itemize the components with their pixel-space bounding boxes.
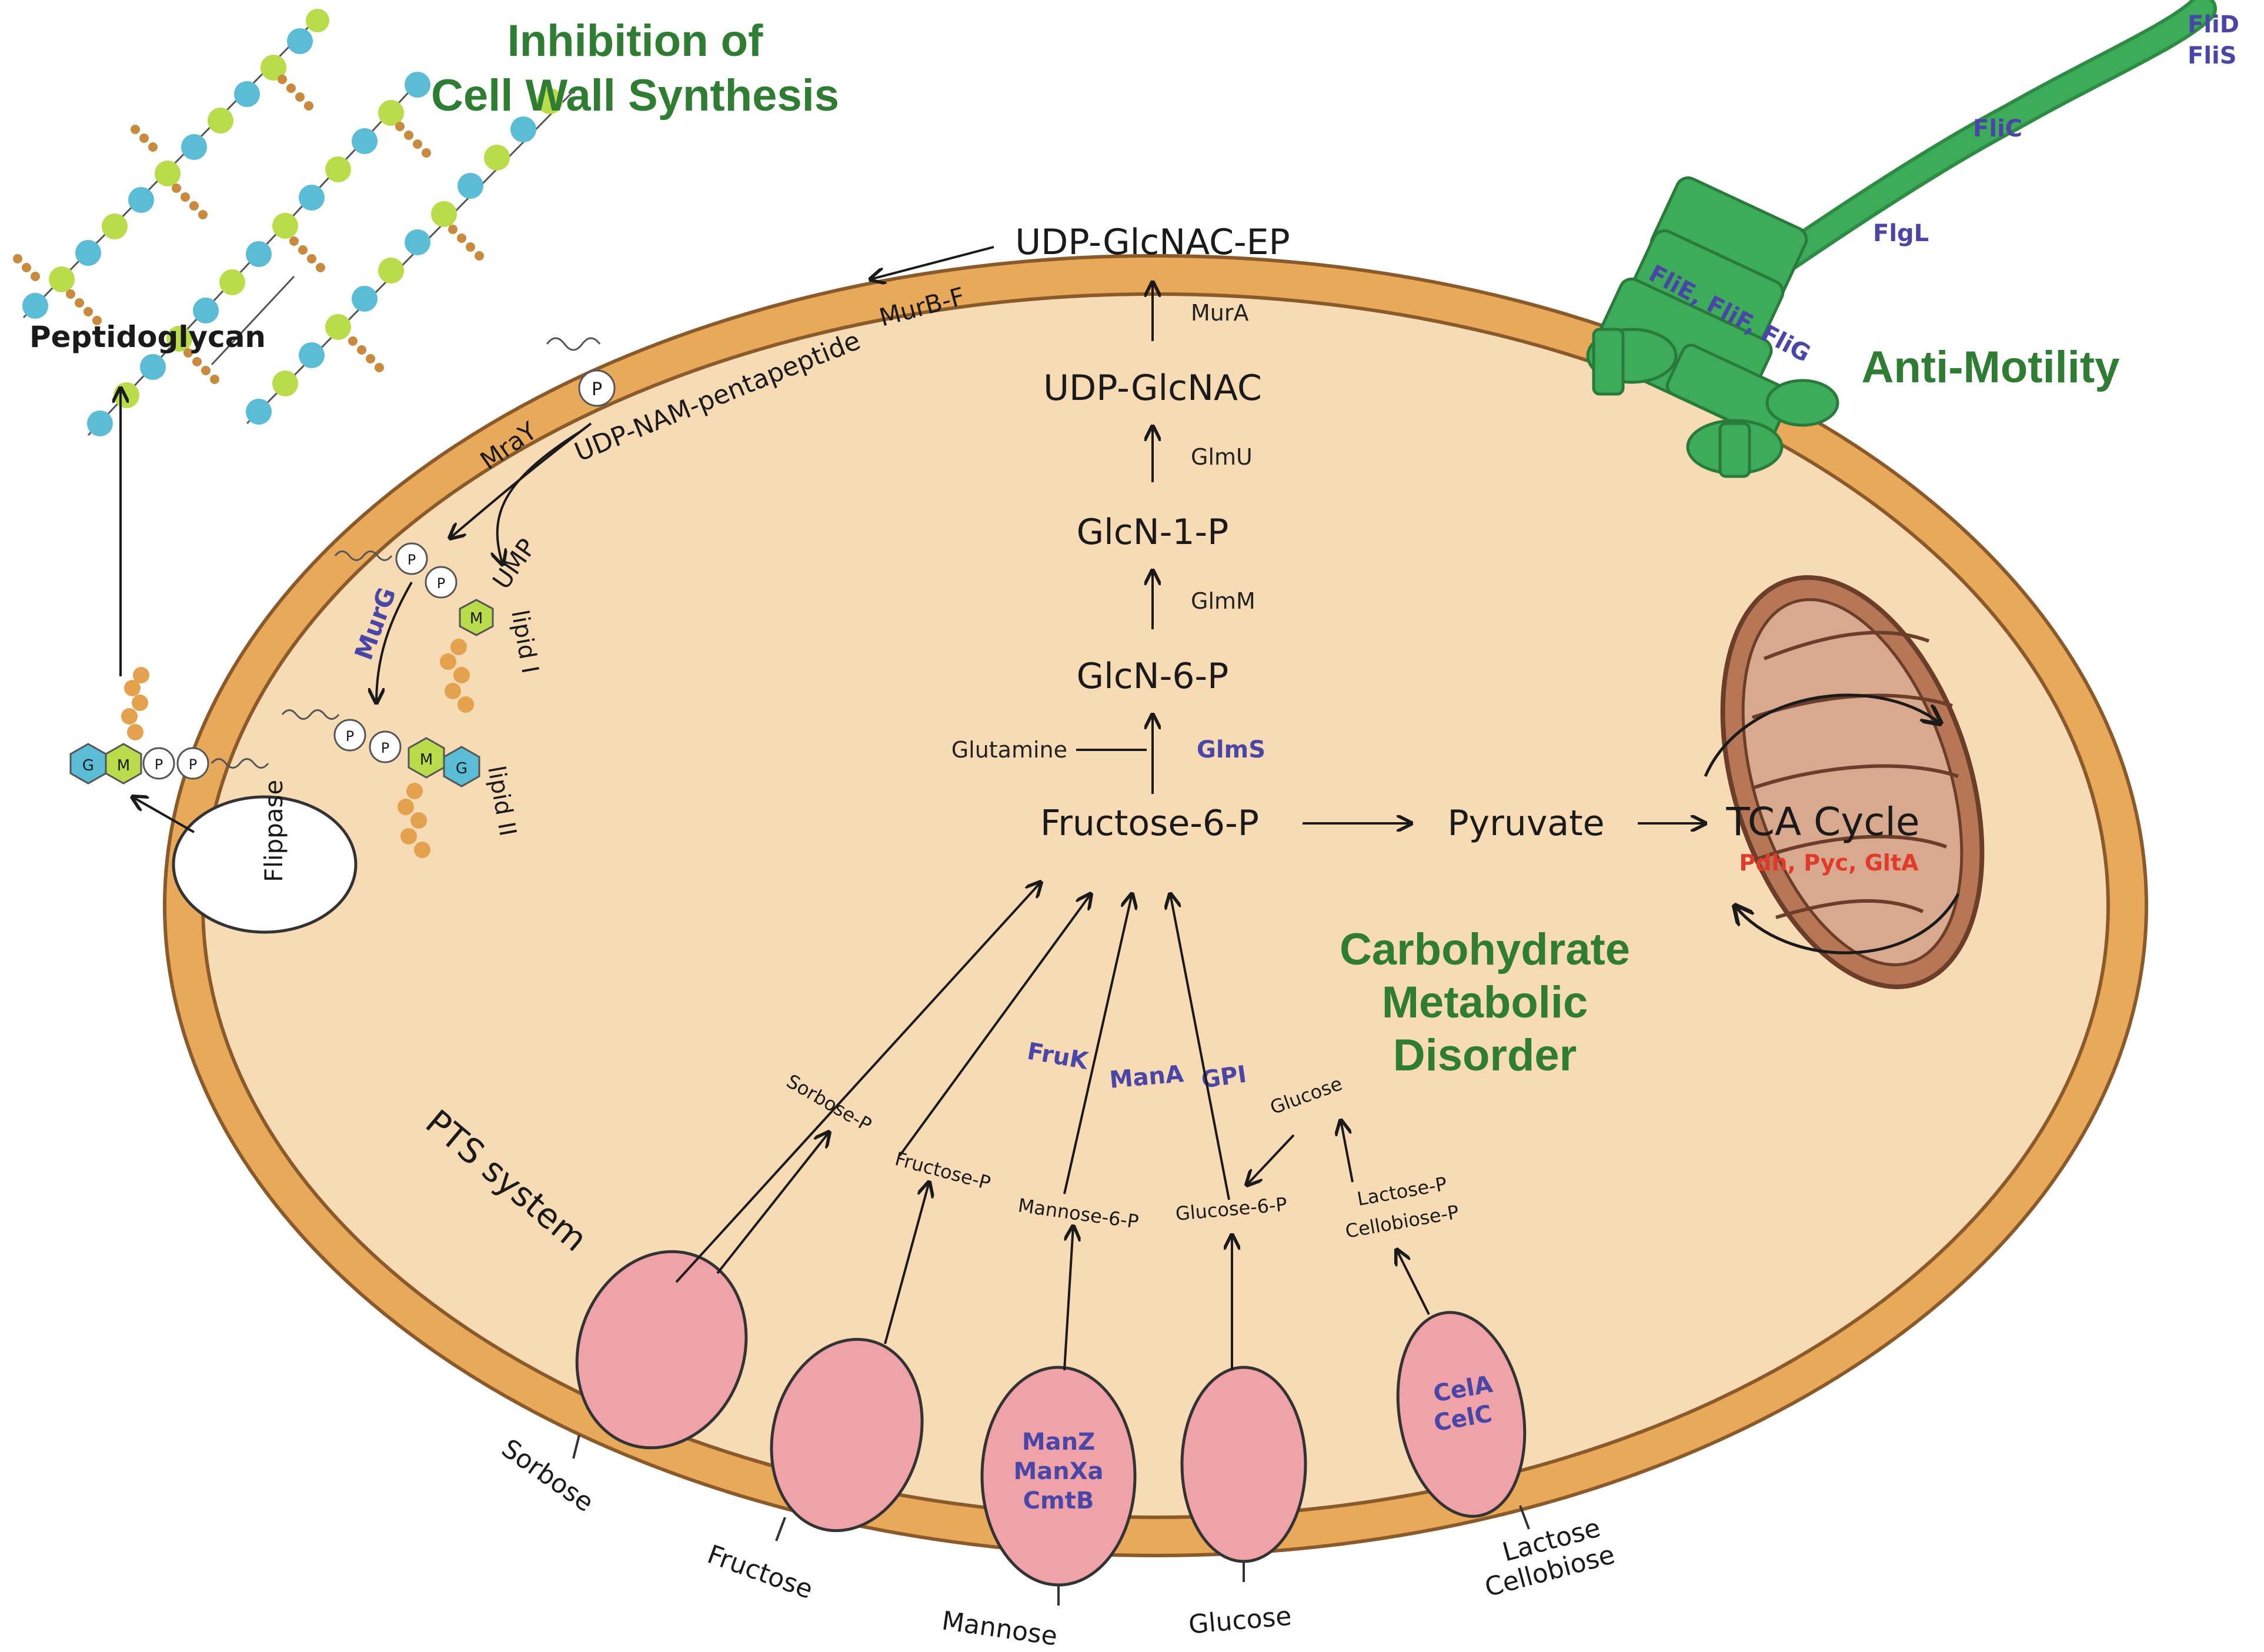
flgl-label: FlgL [1873,220,1929,247]
convergent-arrows [675,882,1230,1283]
arrow-mray [450,422,592,538]
flippase-label: Flippase [259,780,288,882]
heading-cell-wall-line1: Inhibition of [507,16,763,66]
udp-glcnac: UDP-GlcNAC [1043,368,1262,409]
flid-label: FliD [2188,11,2239,38]
svg-text:G: G [82,757,94,775]
transporter-mannose-line1: ManZ [1022,1429,1095,1456]
arrow-murbf [870,246,994,279]
udp-nam-unit: P [546,337,616,407]
lipid-2-molecule: P P M G [281,709,480,858]
mitochondrion [1704,575,1985,989]
peptidoglycan-label: Peptidoglycan [29,320,266,354]
fructose-6-p: Fructose-6-P [1040,803,1259,844]
transporter-sorbose [575,1250,748,1450]
flis-label: FliS [2188,42,2237,69]
sugar-mannose: Mannose [940,1606,1059,1651]
svg-text:G: G [456,760,468,777]
arrow-flippase [132,797,195,833]
transporter-mannose-line2: ManXa [1013,1458,1103,1485]
svg-text:P: P [381,740,389,756]
udp-glcnac-ep: UDP-GlcNAC-EP [1015,222,1290,263]
arrow-ump [497,431,580,565]
arrow-murg [376,582,413,703]
transporter-glucose [1180,1366,1307,1563]
glmu-label: GlmU [1191,444,1253,470]
svg-text:M: M [420,751,433,769]
transporter-mannose-line3: CmtB [1023,1487,1094,1514]
glcnac-chain-1 [22,9,329,319]
glcnac-chain-2 [87,72,430,436]
sugar-sorbose: Sorbose [496,1433,599,1518]
exported-lipid-2: G M P P [69,667,269,785]
mana-label: ManA [1108,1060,1185,1094]
svg-text:P: P [437,575,445,592]
tca-enzymes-label: Pdh, Pyc, GltA [1739,850,1919,876]
tca-cycle-label: TCA Cycle [1725,799,1919,845]
flippase [172,795,358,934]
transporter-fructose [770,1337,924,1533]
heading-cell-wall-line2: Cell Wall Synthesis [431,71,839,121]
heading-carbohydrate-line3: Disorder [1393,1030,1577,1080]
heading-anti-motility: Anti-Motility [1861,342,2119,392]
svg-text:P: P [346,728,354,745]
glmm-label: GlmM [1191,588,1255,614]
glms-label: GlmS [1197,736,1265,763]
glcn-1-p: GlcN-1-P [1077,512,1229,553]
peptide-bridges [13,75,484,384]
svg-text:P: P [592,379,602,400]
transporter-lactose [1396,1311,1527,1518]
pyruvate: Pyruvate [1447,803,1604,844]
svg-text:M: M [117,757,130,775]
sugar-glucose: Glucose [1187,1601,1293,1640]
lipid-1-molecule: M P P [334,542,494,713]
sugar-fructose: Fructose [703,1539,817,1605]
transporters [575,1250,1527,1587]
glcnac-chain-3 [246,88,563,425]
svg-text:P: P [189,756,197,773]
glcn-6-p: GlcN-6-P [1077,656,1229,697]
heading-carbohydrate-line2: Metabolic [1382,977,1588,1027]
peptidoglycan-mesh [13,9,577,436]
glutamine-label: Glutamine [951,737,1067,763]
svg-text:P: P [155,756,163,773]
svg-text:M: M [470,610,483,628]
svg-text:P: P [408,552,416,568]
uptake-arrows [716,1120,1430,1371]
mura-label: MurA [1191,300,1249,326]
flic-label: FliC [1973,115,2022,142]
heading-carbohydrate-line1: Carbohydrate [1340,925,1630,974]
flagellum [1586,0,2217,478]
